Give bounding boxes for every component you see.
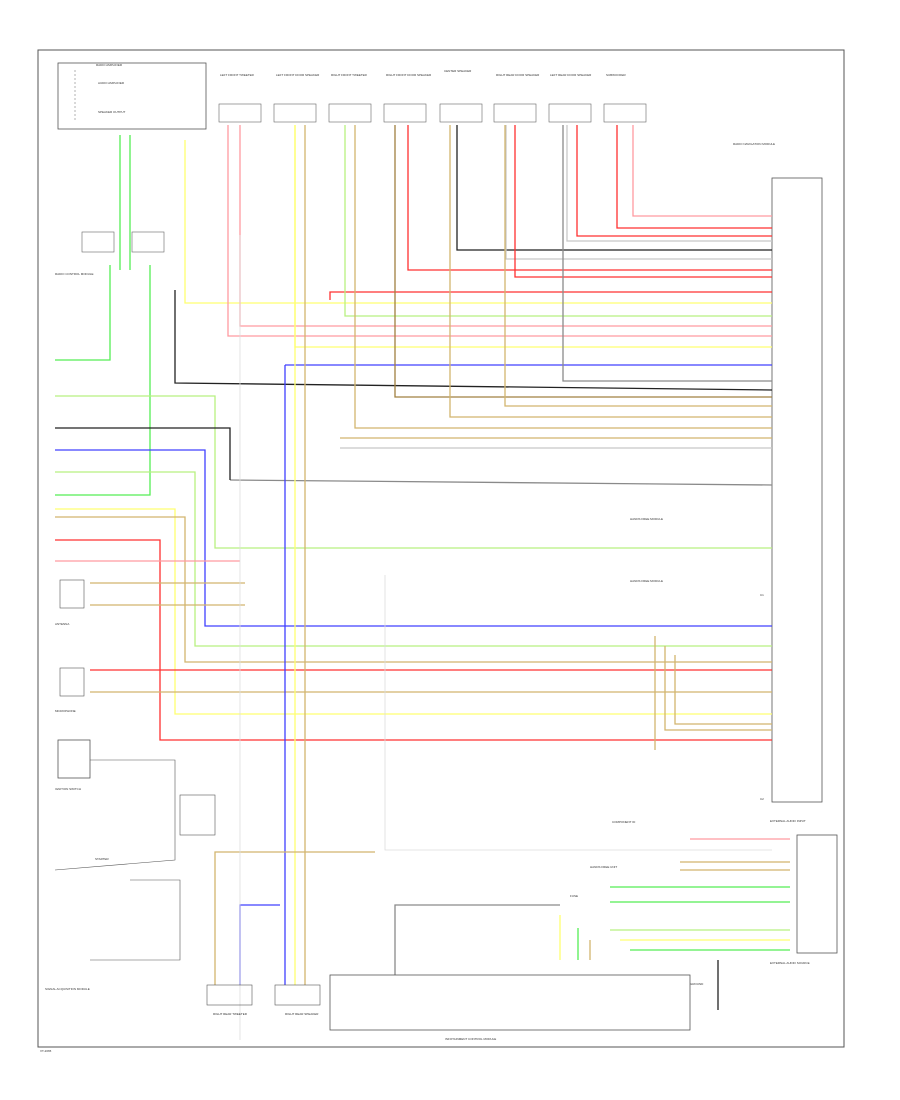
ignition-label: IGNITION SWITCH	[55, 787, 81, 791]
ground-label: GROUND	[690, 982, 704, 986]
speaker-center: CENTER SPEAKER	[439, 69, 483, 123]
right-mid-label-1: HANDS FREE MODULE	[630, 517, 663, 521]
bottom-right-module-label-1: EXTERNAL AUDIO INPUT	[770, 819, 806, 823]
bottom-right-module-label-2: EXTERNAL AUDIO SOURCE	[770, 961, 810, 965]
speaker-label: LEFT FRONT DOOR SPEAKER	[276, 73, 320, 77]
speaker-label: SUBWOOFER	[606, 73, 627, 77]
connector-c1: C1	[760, 593, 764, 597]
right-connector-strip	[771, 177, 823, 803]
right-top-module-label: RADIO NAVIGATION MODULE	[733, 142, 775, 146]
top-left-component-box	[57, 62, 207, 130]
wires	[55, 125, 790, 1010]
right-label-4: HANDS FREE UNIT	[590, 865, 617, 869]
mic-symbol	[59, 667, 85, 697]
mic-label: MICROPHONE	[55, 709, 76, 713]
speaker-right-front-tweeter: RIGHT FRONT TWEETER	[328, 73, 372, 123]
bottom-left-speaker-label: RIGHT REAR TWEETER	[213, 1012, 248, 1016]
speaker-left-front-door: LEFT FRONT DOOR SPEAKER	[273, 73, 320, 123]
connector-c2: C2	[760, 797, 764, 801]
bottom-center-speaker-label: RIGHT REAR SPEAKER	[285, 1012, 319, 1016]
speaker-right-front-door: RIGHT FRONT DOOR SPEAKER	[383, 73, 432, 123]
speaker-left-rear: LEFT REAR DOOR SPEAKER	[548, 73, 592, 123]
speaker-right-rear: RIGHT REAR DOOR SPEAKER	[493, 73, 540, 123]
ignition-box	[57, 739, 91, 779]
antenna-label: ANTENNA	[55, 622, 69, 626]
top-left-component-label: RADIO AMPLIFIER	[96, 63, 123, 67]
diagram-frame	[37, 49, 845, 1048]
speaker-label: RIGHT FRONT TWEETER	[331, 73, 368, 77]
speaker-subwoofer: SUBWOOFER	[603, 73, 647, 123]
bottom-right-module-box	[796, 834, 838, 954]
left-module-1-label: RADIO CONTROL MODULE	[55, 272, 94, 276]
bottom-module-label: INFOTAINMENT CONTROL MODULE	[445, 1037, 496, 1041]
speaker-label: LEFT FRONT TWEETER	[220, 73, 255, 77]
signal-module-label: SIGNAL ACQUISITION MODULE	[45, 987, 90, 991]
top-left-text-3: SPEAKER OUTPUT	[98, 110, 126, 114]
shield-lines	[239, 235, 772, 1040]
speaker-label: LEFT REAR DOOR SPEAKER	[550, 73, 592, 77]
footer-code: VT-2065	[40, 1049, 52, 1053]
starter-label: STARTER	[95, 857, 110, 861]
speaker-label: CENTER SPEAKER	[444, 69, 472, 73]
top-speakers: LEFT FRONT TWEETER LEFT FRONT DOOR SPEAK…	[218, 69, 647, 123]
bottom-module-box	[329, 974, 691, 1031]
top-left-text-2: AUDIO AMPLIFIER	[98, 81, 125, 85]
right-label-3: COMPONENT ID	[612, 820, 636, 824]
right-mid-label-2: HANDS FREE MODULE	[630, 579, 663, 583]
antenna-symbol	[59, 579, 85, 609]
speaker-left-front-tweeter: LEFT FRONT TWEETER	[218, 73, 262, 123]
speaker-label: RIGHT FRONT DOOR SPEAKER	[386, 73, 432, 77]
bottom-left-speaker-box	[206, 984, 253, 1006]
bottom-center-speaker-box	[274, 984, 321, 1006]
speaker-label: RIGHT REAR DOOR SPEAKER	[496, 73, 540, 77]
fuse-label: FUSE	[570, 894, 578, 898]
